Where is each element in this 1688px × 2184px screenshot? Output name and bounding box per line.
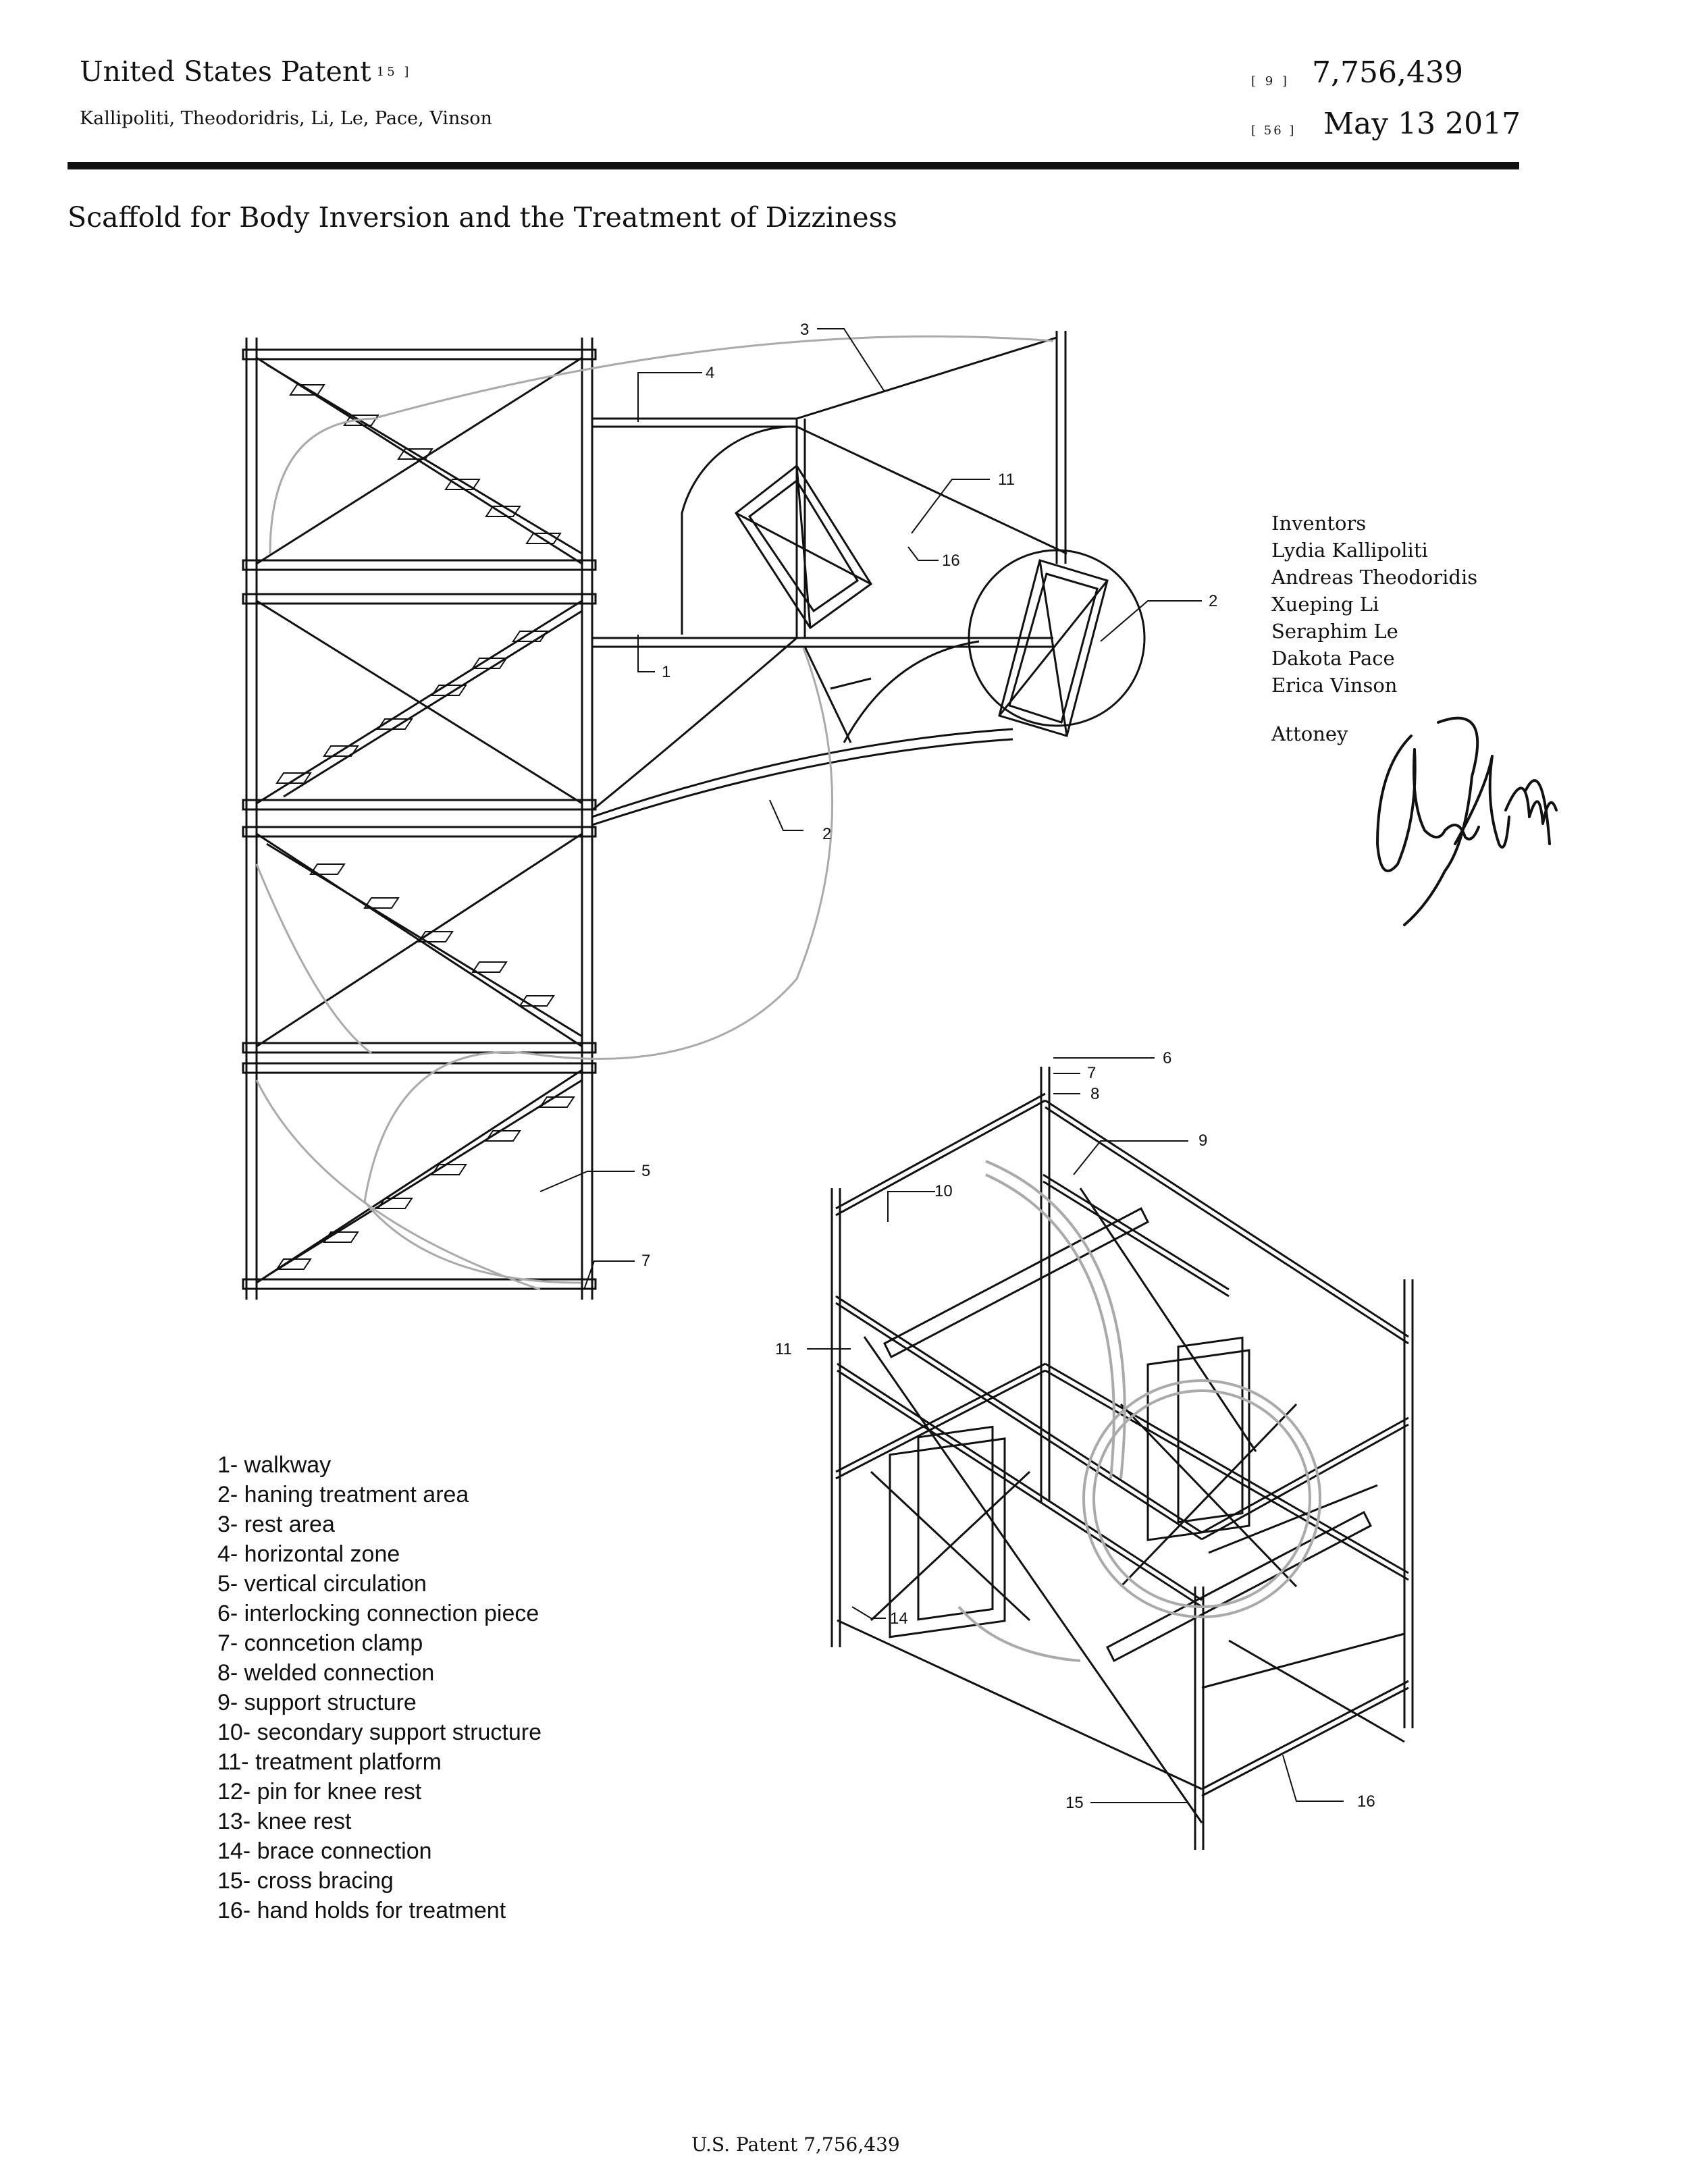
plan-callout-7: 7 — [641, 1252, 650, 1270]
header-rule — [68, 162, 1519, 169]
inventor-name: Xueping Li — [1271, 593, 1379, 616]
iso-callout-10: 10 — [934, 1182, 953, 1200]
legend-item: 15- cross bracing — [217, 1868, 394, 1894]
attorney-signature — [1376, 716, 1558, 926]
iso-callout-15: 15 — [1065, 1794, 1084, 1812]
legend-item: 9- support structure — [217, 1690, 417, 1715]
plan-callout-16: 16 — [942, 552, 960, 570]
inid-code-15: [ 15 ] — [363, 65, 412, 79]
inventor-name: Lydia Kallipoliti — [1271, 539, 1428, 562]
inventors-list: Inventors Lydia Kallipoliti Andreas Theo… — [1271, 510, 1477, 699]
legend-item: 13- knee rest — [217, 1809, 352, 1834]
legend-item: 7- conncetion clamp — [217, 1630, 423, 1656]
plan-callout-3: 3 — [800, 321, 809, 339]
page-footer: U.S. Patent 7,756,439 — [691, 2133, 900, 2156]
plan-callout-4: 4 — [706, 364, 714, 382]
iso-callout-14: 14 — [890, 1609, 908, 1628]
patent-authors: Kallipoliti, Theodoridris, Li, Le, Pace,… — [80, 108, 492, 129]
iso-callout-6: 6 — [1163, 1049, 1171, 1067]
legend-item: 4- horizontal zone — [217, 1541, 400, 1567]
attorney-label: Attoney — [1271, 722, 1348, 745]
inid-code-56: [ 56 ] — [1251, 124, 1296, 138]
plan-callout-2a: 2 — [1209, 592, 1217, 610]
iso-callout-11: 11 — [775, 1340, 792, 1358]
legend-item: 10- secondary support structure — [217, 1720, 542, 1745]
legend-item: 8- welded connection — [217, 1660, 435, 1686]
iso-callout-7: 7 — [1087, 1064, 1096, 1082]
legend-item: 2- haning treatment area — [217, 1482, 469, 1508]
inid-code-9: [ 9 ] — [1251, 74, 1290, 88]
legend-item: 6- interlocking connection piece — [217, 1601, 539, 1626]
legend-item: 3- rest area — [217, 1512, 335, 1537]
inventor-name: Seraphim Le — [1271, 620, 1398, 643]
iso-callout-8: 8 — [1090, 1085, 1099, 1103]
plan-callout-11: 11 — [998, 471, 1015, 489]
inventor-name: Dakota Pace — [1271, 647, 1395, 670]
iso-callout-16: 16 — [1357, 1792, 1375, 1811]
legend-item: 1- walkway — [217, 1452, 332, 1478]
iso-callout-9: 9 — [1198, 1131, 1207, 1150]
patent-date: May 13 2017 — [1323, 107, 1521, 141]
invention-title: Scaffold for Body Inversion and the Trea… — [68, 201, 897, 234]
legend-item: 11- treatment platform — [217, 1749, 442, 1775]
patent-office-title: United States Patent — [80, 55, 371, 88]
plan-callout-1: 1 — [662, 663, 670, 681]
legend-item: 5- vertical circulation — [217, 1571, 427, 1597]
legend-item: 16- hand holds for treatment — [217, 1898, 506, 1923]
inventors-heading: Inventors — [1271, 512, 1367, 535]
plan-callout-5: 5 — [641, 1162, 650, 1180]
legend-item: 12- pin for knee rest — [217, 1779, 422, 1805]
inventor-name: Erica Vinson — [1271, 674, 1398, 697]
patent-number: 7,756,439 — [1312, 55, 1463, 90]
part-legend: 1- walkway 2- haning treatment area 3- r… — [217, 1450, 542, 1925]
plan-callout-2b: 2 — [822, 825, 831, 843]
legend-item: 14- brace connection — [217, 1838, 432, 1864]
inventor-name: Andreas Theodoridis — [1271, 566, 1478, 589]
